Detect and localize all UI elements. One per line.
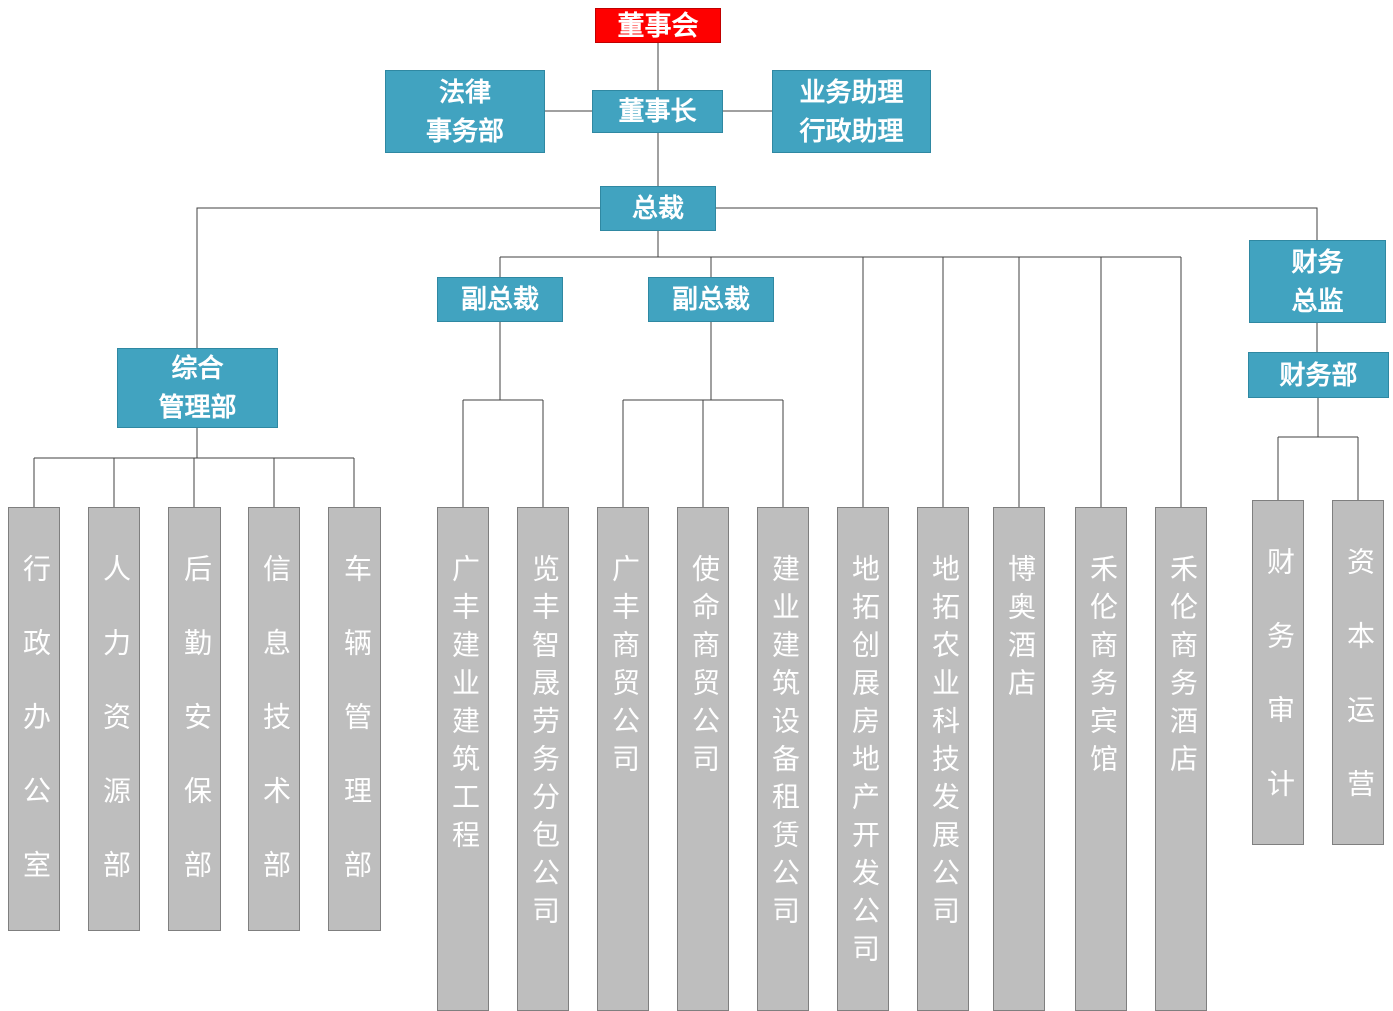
- org-node-gf-trading: 广丰商贸公司: [597, 507, 649, 1011]
- org-node-mission-trading: 使命商贸公司: [677, 507, 729, 1011]
- org-node-vp-1: 副总裁: [437, 277, 563, 322]
- org-node-boao-hotel: 博奥酒店: [993, 507, 1045, 1011]
- org-node-gf-construction: 广丰建业建筑工程: [437, 507, 489, 1011]
- connector-line: [716, 207, 1318, 240]
- org-node-helun-hotel: 禾伦商务酒店: [1155, 507, 1207, 1011]
- org-node-lf-labor-subcontract: 览丰智晟劳务分包公司: [517, 507, 569, 1011]
- org-node-assistants: 业务助理 行政助理: [772, 70, 931, 153]
- org-node-board: 董事会: [595, 8, 721, 43]
- org-node-financial-audit: 财务审计: [1252, 500, 1304, 845]
- org-node-vehicle-management: 车辆管理部: [328, 507, 381, 931]
- org-node-agritech-dev: 地拓农业科技发展公司: [917, 507, 969, 1011]
- org-node-vp-2: 副总裁: [648, 277, 774, 322]
- org-node-hr: 人力资源部: [88, 507, 140, 931]
- org-node-logistics-security: 后勤安保部: [168, 507, 221, 931]
- org-node-it: 信息技术部: [248, 507, 300, 931]
- org-node-general-management: 综合 管理部: [117, 348, 278, 428]
- org-node-capital-operations: 资本运营: [1332, 500, 1384, 845]
- org-node-cfo: 财务 总监: [1249, 240, 1386, 323]
- org-node-president: 总裁: [600, 186, 716, 231]
- org-node-equipment-leasing: 建业建筑设备租赁公司: [757, 507, 809, 1011]
- org-node-admin-office: 行政办公室: [8, 507, 60, 931]
- org-node-chairman: 董事长: [592, 90, 723, 133]
- org-node-finance-dept: 财务部: [1248, 352, 1389, 398]
- org-node-legal-affairs: 法律 事务部: [385, 70, 545, 153]
- org-node-helun-guesthouse: 禾伦商务宾馆: [1075, 507, 1127, 1011]
- org-node-realestate-dev: 地拓创展房地产开发公司: [837, 507, 889, 1011]
